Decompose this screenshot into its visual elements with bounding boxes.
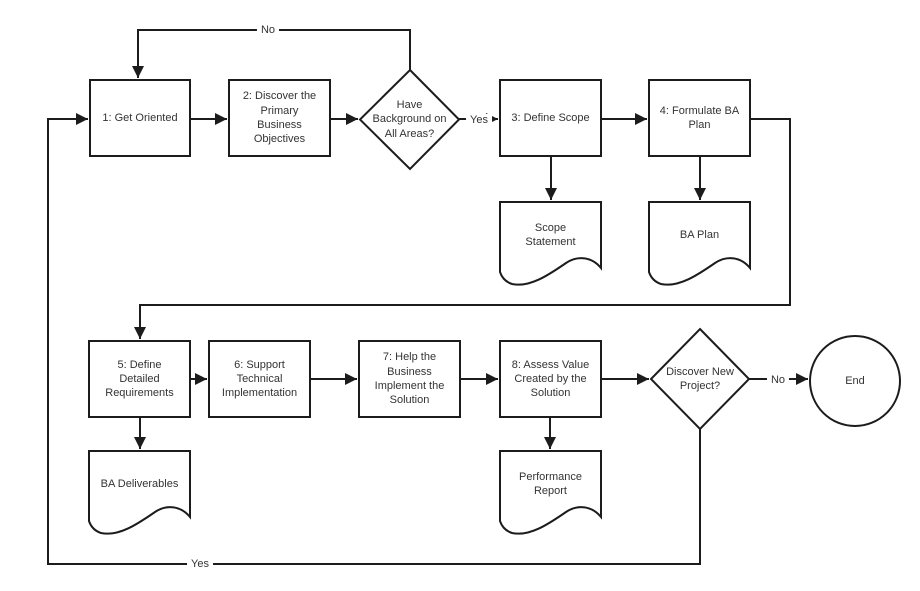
- document-scope-statement: [499, 201, 602, 286]
- process-step2-label: 2: Discover the Primary Business Objecti…: [242, 90, 317, 146]
- process-step3-label: 3: Define Scope: [511, 111, 590, 124]
- document-scope-statement-label: Scope Statement: [525, 221, 576, 248]
- document-ba-plan: [648, 201, 751, 286]
- decision-discover-new-project: [649, 327, 751, 431]
- edge-label-yes-new-project: Yes: [187, 558, 213, 570]
- process-step3: [499, 79, 602, 157]
- document-ba-deliverables-label: BA Deliverables: [100, 477, 179, 490]
- process-step6-label: 6: Support Technical Implementation: [221, 358, 298, 400]
- process-step5-label: 5: Define Detailed Requirements: [105, 358, 174, 400]
- edge-label-no-new-project: No: [766, 374, 790, 386]
- process-step8-label: 8: Assess Value Created by the Solution: [511, 358, 590, 400]
- edge-label-no-background: No: [256, 24, 280, 36]
- document-ba-deliverables: [88, 450, 191, 535]
- document-ba-plan-label: BA Plan: [679, 228, 720, 241]
- process-step2: [228, 79, 331, 157]
- process-step4: [648, 79, 751, 157]
- connector-step4-step5: [134, 118, 791, 339]
- decision-discover-new-project-label: Discover New Project?: [666, 365, 734, 392]
- edge-label-yes-background: Yes: [466, 114, 492, 126]
- process-step6: [208, 340, 311, 418]
- decision-have-background: [358, 68, 461, 171]
- process-step1: [89, 79, 191, 157]
- document-performance-report: [499, 450, 602, 535]
- process-step7: [358, 340, 461, 418]
- terminator-end-label: End: [845, 374, 865, 387]
- process-step1-label: 1: Get Oriented: [102, 111, 178, 124]
- document-performance-report-label: Performance Report: [519, 470, 582, 497]
- decision-have-background-label: Have Background on All Areas?: [372, 99, 447, 140]
- terminator-end: [809, 335, 901, 427]
- process-step7-label: 7: Help the Business Implement the Solut…: [374, 351, 445, 407]
- connector-yes-return-to-step1: [47, 113, 701, 565]
- process-step8: [499, 340, 602, 418]
- process-step4-label: 4: Formulate BA Plan: [659, 104, 740, 131]
- process-step5: [88, 340, 191, 418]
